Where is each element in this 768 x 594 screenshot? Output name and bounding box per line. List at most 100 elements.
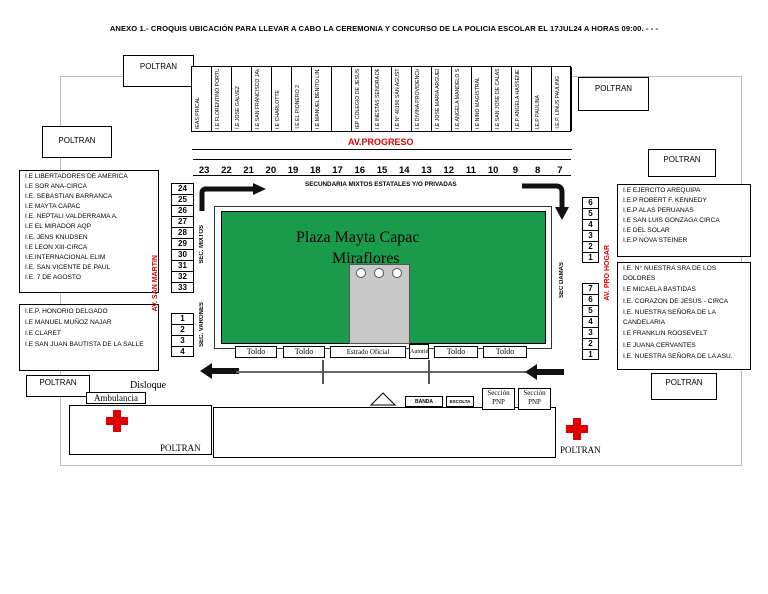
page-title: ANEXO 1.- CROQUIS UBICACIÓN PARA LLEVAR …: [109, 24, 659, 33]
arrow-bottom-right: [525, 364, 564, 380]
top-school-column: I.E INESTAS SEÑORA DE LA CONSOLACION: [372, 67, 392, 131]
toldo-3: Toldo: [434, 346, 478, 358]
position-number: 23: [198, 165, 210, 176]
school-list-item: I.E JUANA CERVANTES: [623, 341, 696, 349]
estrado-oficial: Estrado Oficial: [330, 346, 406, 358]
top-school-column: I.E ANGELA MANDELO SOTO: [452, 67, 472, 131]
school-list-item: I.E FRANKLIN ROOSEVELT: [623, 330, 708, 337]
school-list-item: I.E DEL SOLAR: [623, 227, 670, 235]
autoridades-box: Autoridades: [409, 344, 429, 359]
position-number: 4: [171, 346, 194, 357]
ambulancia-box: Ambulancia: [86, 392, 146, 404]
position-number: 4: [582, 219, 599, 230]
top-school-name: I.E.P. LINUS PAULING: [555, 76, 561, 129]
top-school-name: I.E JOSE GALVEZ: [235, 86, 241, 129]
seccion-pnp-box-2: Sección PNP: [518, 388, 551, 410]
av-pro-hogar-label: AV. PRO HOGAR: [604, 245, 611, 301]
top-school-name: I.E CHARLOTTE: [275, 89, 281, 129]
triangle-marker-icon: [370, 392, 396, 406]
post-1: [322, 360, 324, 384]
position-number: 7: [557, 165, 563, 176]
poltran-bottom-center-label: POLTRAN: [160, 443, 201, 453]
top-school-name: I.E FLORENTINO PORTUGAL: [215, 69, 221, 129]
top-schools-block: IEAS PRICAL I.E FLORENTINO PORTUGAL I.E JO…: [191, 66, 572, 132]
poltran-label: POLTRAN: [139, 62, 178, 71]
top-school-column: I.E.P PAULINA: [532, 67, 552, 131]
top-school-column: I.E DIVINA PROVIDENCIA CIRCA: [412, 67, 432, 131]
top-school-name: IEAS PRICAL: [195, 96, 201, 129]
position-number: 13: [421, 165, 432, 176]
position-number: 6: [582, 294, 599, 305]
school-list-item: I.E MICAELA BASTIDAS: [623, 286, 696, 293]
position-number: 20: [265, 165, 277, 176]
school-list-item: I.E. NUESTRA SEÑORA DE LA CANDELARIA: [623, 309, 716, 326]
arrow-top-left: [199, 183, 266, 211]
av-progreso-label: AV.PROGRESO: [348, 137, 414, 147]
position-number: 17: [332, 165, 343, 176]
top-school-name: IEP COLEGIO DE JESUS: [355, 69, 361, 129]
banda-box: BANDA: [405, 396, 443, 407]
arrow-top-right: [522, 183, 569, 220]
top-school-column: I.E FLORENTINO PORTUGAL: [212, 67, 232, 131]
poltran-label: POLTRAN: [663, 155, 701, 164]
position-number: 5: [582, 305, 599, 316]
poltran-bottom-right-label: POLTRAN: [560, 445, 601, 455]
school-list-item: I.E.P ALAS PERUANAS: [623, 207, 694, 215]
position-number: 25: [171, 194, 194, 205]
toldo-1: Toldo: [235, 346, 277, 358]
escolta-box: ESCOLTA: [446, 396, 474, 407]
top-school-name: I.E JOSE MARIA ARGUEDAS: [435, 69, 441, 129]
top-school-column: I.E JOSE MARIA ARGUEDAS: [432, 67, 452, 131]
poltran-box-top-left: POLTRAN: [123, 55, 194, 87]
poltran-box-right: POLTRAN: [648, 149, 716, 177]
disloque-label: Disloque: [130, 380, 167, 391]
bottom-center-box: [213, 407, 556, 458]
poltran-box-left: POLTRAN: [42, 126, 112, 158]
poltran-label: POLTRAN: [665, 378, 703, 387]
school-list-item: I.E. JENS KNUDSEN: [25, 233, 88, 241]
top-school-name: I.E SAN JOSE DE CALASANZ: [495, 69, 501, 129]
position-number: 10: [487, 165, 499, 176]
position-number: 12: [443, 165, 454, 176]
top-school-column: I.E CHARLOTTE: [272, 67, 292, 131]
secundaria-label: SECUNDARIA MIXTOS ESTATALES Y/O PRIVADAS: [305, 181, 457, 188]
poltran-label: POLTRAN: [39, 378, 77, 387]
school-list-item: I.E LIBERTADORES DE AMERICA: [25, 173, 128, 180]
school-list-item: I.E.P. HONORIO DELGADO: [25, 308, 108, 315]
position-number: 2: [171, 324, 194, 335]
top-school-name: I.E.P ANGELA HASSENETH: [515, 69, 521, 129]
top-school-name: I.E EL PIONERO 2: [295, 85, 301, 129]
position-number: 9: [512, 165, 519, 176]
top-school-name: I.E INESTAS SEÑORA DE LA CONSOLACION: [375, 69, 381, 129]
position-number: 32: [171, 271, 194, 282]
top-school-column: IEAS PRICAL: [192, 67, 212, 131]
position-number: 3: [171, 335, 194, 346]
position-number: 1: [582, 349, 599, 360]
monument: [349, 264, 410, 344]
bottom-road-line: [236, 371, 526, 373]
poltran-box-bottom-right: POLTRAN: [651, 373, 717, 400]
av-san-martin-label: AV. SAN MARTIN: [152, 255, 159, 312]
poltran-box-bottom-left: POLTRAN: [26, 375, 90, 397]
post-2: [428, 360, 430, 384]
sec-varones-label: SEC. VARONES: [199, 302, 205, 347]
position-number: 21: [243, 165, 254, 176]
school-list-item: I.E MANUEL MUÑOZ NAJAR: [25, 319, 112, 326]
school-list-item: I.E. NUESTRA SEÑORA DE LA ASU.: [623, 353, 733, 360]
position-number: 29: [171, 238, 194, 249]
position-number: 16: [354, 165, 366, 176]
top-school-column: I.E N° 40190 SAN AGUSTIN DE HUNTER: [392, 67, 412, 131]
position-number: 27: [171, 216, 194, 227]
top-school-name: I.E DIVINA PROVIDENCIA CIRCA: [415, 69, 421, 129]
top-school-name: I.E N° 40190 SAN AGUSTIN DE HUNTER: [395, 69, 401, 129]
top-school-name: I.E NIÑO MAGISTRAL: [475, 76, 481, 129]
position-number: 30: [171, 249, 194, 260]
position-number: 5: [582, 208, 599, 219]
av-progreso-line: [192, 149, 572, 150]
poltran-label: POLTRAN: [58, 136, 96, 145]
